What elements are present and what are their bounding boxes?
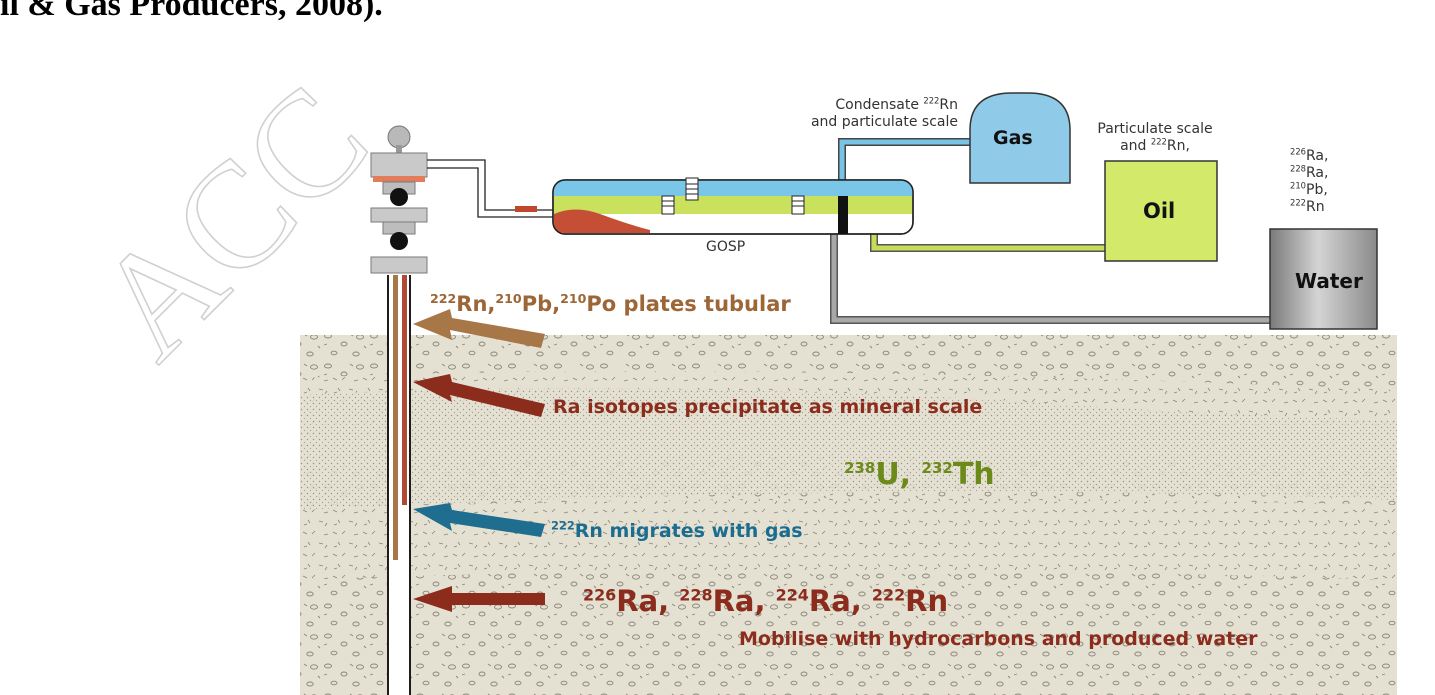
rn-gas-annotation: 222Rn migrates with gas bbox=[551, 518, 803, 542]
ra-scale-annotation: Ra isotopes precipitate as mineral scale bbox=[553, 396, 983, 418]
wellhead bbox=[370, 125, 428, 274]
gas-pipe bbox=[838, 138, 970, 180]
particulate-label: Particulate scale and 222Rn, bbox=[1097, 121, 1213, 154]
gosp-label: GOSP bbox=[706, 239, 746, 255]
tubular-annotation: 222Rn,210Pb,210Po plates tubular bbox=[430, 291, 791, 316]
document-heading: il & Gas Producers, 2008). bbox=[0, 0, 383, 23]
arrow-ra-list bbox=[413, 586, 545, 612]
arrow-ra-scale bbox=[413, 374, 545, 417]
arrow-tubular bbox=[413, 309, 545, 348]
oil-tank-label: Oil bbox=[1143, 199, 1176, 223]
ra-list-annotation: 226Ra, 228Ra, 224Ra, 222Rn bbox=[583, 584, 949, 618]
well-tubular bbox=[387, 275, 411, 695]
wellhead-to-gosp-pipe bbox=[427, 159, 553, 218]
mobilise-annotation: Mobilise with hydrocarbons and produced … bbox=[739, 628, 1258, 650]
condensate-label: Condensate 222Rn and particulate scale bbox=[810, 95, 958, 130]
arrow-rn-gas bbox=[413, 503, 545, 537]
water-isotopes-label: 226Ra, 228Ra, 210Pb, 222Rn bbox=[1290, 146, 1329, 215]
oil-tank bbox=[1104, 160, 1218, 262]
gosp-vessel bbox=[552, 177, 914, 235]
oil-pipe bbox=[870, 232, 1105, 252]
water-tank-label: Water bbox=[1295, 269, 1363, 293]
water-tank bbox=[1269, 228, 1378, 330]
u-th-annotation: 238U, 232Th bbox=[844, 457, 995, 492]
water-pipe bbox=[830, 232, 1270, 324]
gas-tank-label: Gas bbox=[993, 127, 1033, 149]
gas-tank bbox=[969, 92, 1071, 184]
